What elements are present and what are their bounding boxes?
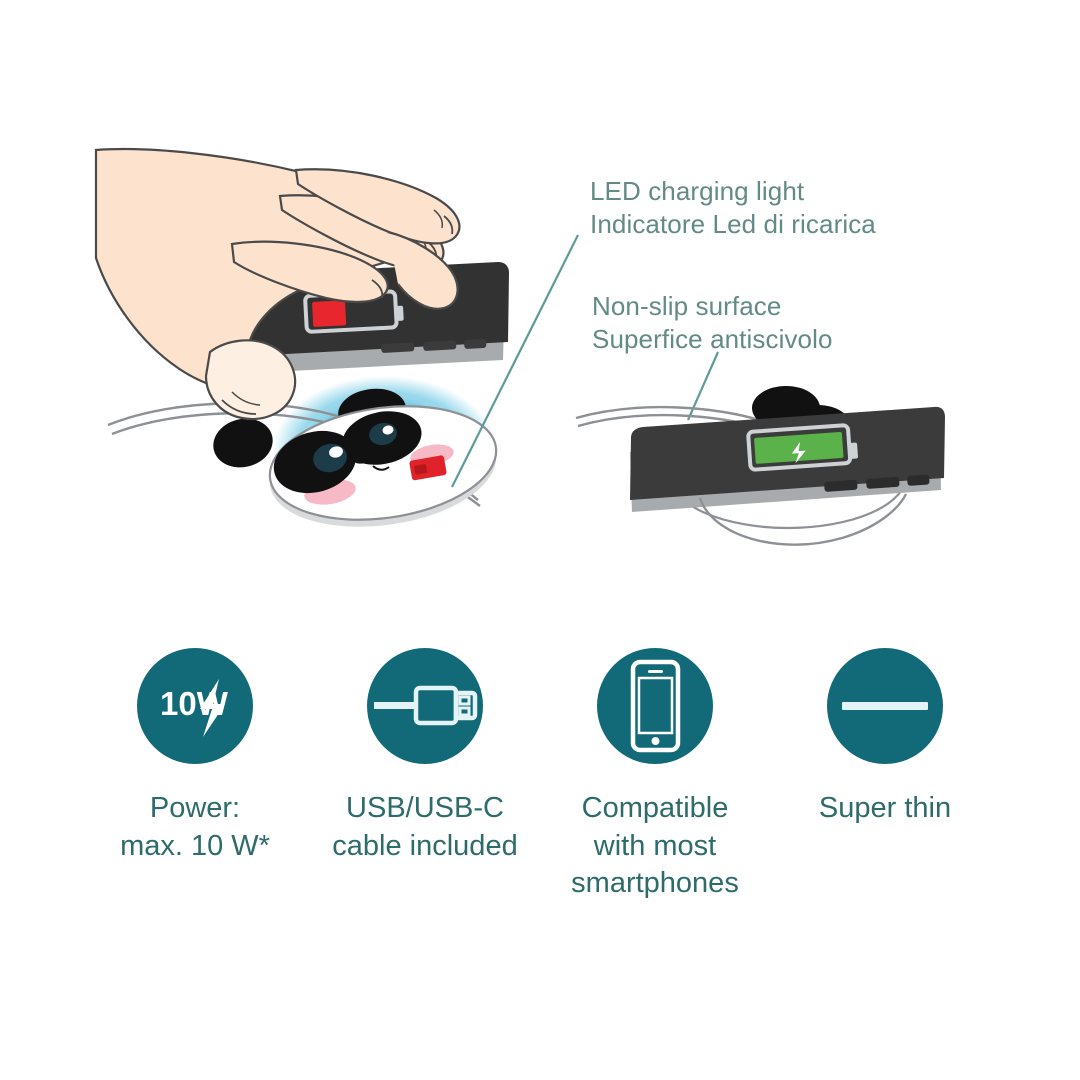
- thin-bar-icon: [842, 702, 928, 710]
- feature-power: 10W Power: max. 10 W*: [80, 648, 310, 865]
- callout-nonslip-line2: Superfice antiscivolo: [592, 324, 833, 355]
- feature-thin-caption: Super thin: [818, 792, 952, 824]
- led-indicator: [409, 455, 447, 481]
- feature-super-thin: Super thin: [770, 648, 1000, 828]
- feature-thin-badge: [827, 648, 943, 764]
- hand-holding-phone: [94, 147, 509, 421]
- device-ports: [381, 339, 487, 353]
- bolt-glyph: [200, 679, 225, 737]
- hand-finger-ring: [294, 168, 461, 245]
- feature-usb-badge: [367, 648, 483, 764]
- feature-usb-cable: USB/USB-C cable included: [310, 648, 540, 865]
- callout-led-line1: LED charging light: [590, 176, 805, 206]
- scene-right-phone-on-pad: [575, 386, 945, 546]
- panda-charging-pad: [213, 388, 498, 527]
- feature-compatible-badge: [597, 648, 713, 764]
- feature-strip: 10W Power: max. 10 W* USB/USB-C cable in…: [0, 648, 1080, 903]
- smartphone-icon: [630, 659, 681, 753]
- hand-finger-pinky: [387, 230, 459, 310]
- feature-compatible: Compatible with most smartphones: [540, 648, 770, 903]
- callout-led-charging-light: LED charging light Indicatore Led di ric…: [590, 175, 876, 242]
- hand-thumb: [204, 339, 297, 421]
- scene-left-hand-and-phone: [94, 147, 509, 527]
- pointer-line-led: [451, 234, 579, 488]
- feature-power-caption: Power: max. 10 W*: [120, 792, 270, 862]
- feature-usb-caption: USB/USB-C cable included: [332, 792, 518, 862]
- product-illustration: [94, 147, 945, 546]
- usb-cable-icon: [374, 685, 478, 726]
- feature-compatible-caption: Compatible with most smartphones: [571, 792, 739, 900]
- callout-non-slip-surface: Non-slip surface Superfice antiscivolo: [592, 290, 833, 357]
- callout-led-line2: Indicatore Led di ricarica: [590, 209, 876, 240]
- power-10w-bolt-icon: 10W: [160, 679, 229, 737]
- hand-finger-index: [230, 240, 389, 304]
- smartphone-charging: [630, 406, 945, 512]
- feature-power-badge: 10W: [137, 648, 253, 764]
- battery-charging-icon: [746, 423, 858, 472]
- charging-cable-right-front: [698, 493, 908, 546]
- callout-nonslip-line1: Non-slip surface: [592, 291, 782, 321]
- device-ports-right: [824, 474, 930, 492]
- badge-10w-text: 10W: [160, 685, 229, 722]
